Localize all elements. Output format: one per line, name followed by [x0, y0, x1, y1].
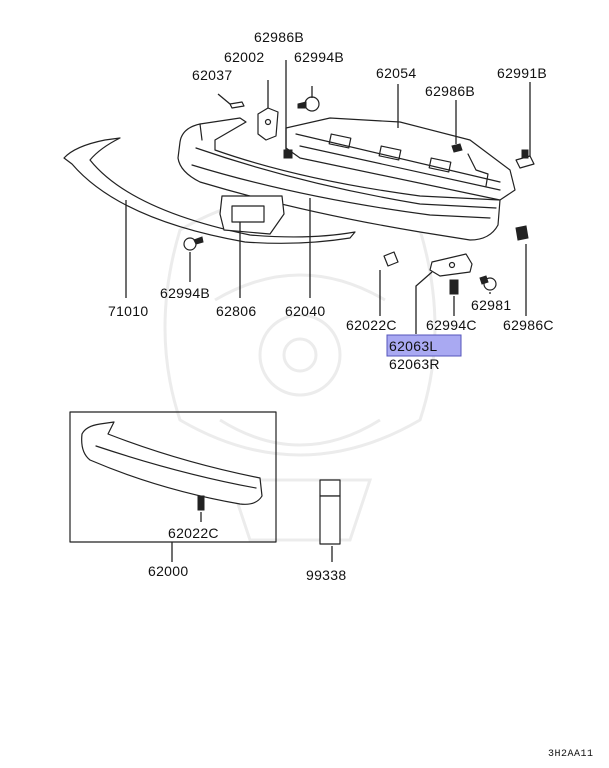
label-62981[interactable]: 62981	[471, 297, 511, 313]
clip-62037[interactable]	[229, 101, 245, 109]
label-62040[interactable]: 62040	[285, 303, 325, 319]
label-99338[interactable]: 99338	[306, 567, 346, 583]
label-62063L[interactable]: 62063L	[389, 338, 438, 354]
bolt-62994B-left[interactable]	[183, 236, 204, 251]
clip-62022C-mid[interactable]	[383, 251, 399, 267]
label-62054[interactable]: 62054	[376, 65, 416, 81]
samurai-watermark	[163, 193, 437, 542]
weatherstrip-71010[interactable]	[63, 137, 356, 244]
bolt-62994C[interactable]	[449, 279, 459, 295]
clip-62986C[interactable]	[515, 225, 529, 241]
clip-62022C-low[interactable]	[197, 495, 205, 511]
diagram-code: 3H2AA11	[548, 749, 594, 760]
label-62994B-top[interactable]: 62994B	[294, 49, 344, 65]
highlight-box	[386, 334, 462, 357]
bumper-assembly-62040[interactable]	[177, 117, 501, 241]
label-62037[interactable]: 62037	[192, 67, 232, 83]
reinforcement-62054[interactable]	[285, 117, 516, 201]
label-62994C[interactable]: 62994C	[426, 317, 477, 333]
leader-lines	[125, 60, 531, 562]
label-62986C[interactable]: 62986C	[503, 317, 554, 333]
nut-62986B-top[interactable]	[283, 149, 293, 159]
plate-bracket-62806[interactable]	[219, 195, 285, 235]
label-62986B-right[interactable]: 62986B	[425, 83, 475, 99]
touch-up-paint-99338[interactable]	[319, 479, 341, 545]
bumper-kit-62000-box[interactable]	[69, 411, 277, 543]
nut-62986B-right[interactable]	[451, 143, 463, 153]
label-62991B[interactable]: 62991B	[497, 65, 547, 81]
label-71010[interactable]: 71010	[108, 303, 148, 319]
label-62063R[interactable]: 62063R	[389, 356, 440, 372]
label-62986B-top[interactable]: 62986B	[254, 29, 304, 45]
label-62000[interactable]: 62000	[148, 563, 188, 579]
label-62994B-left[interactable]: 62994B	[160, 285, 210, 301]
clip-62991B[interactable]	[515, 149, 535, 169]
bracket-62002[interactable]	[257, 107, 279, 141]
label-62806[interactable]: 62806	[216, 303, 256, 319]
label-62022C-mid[interactable]: 62022C	[346, 317, 397, 333]
label-62002[interactable]: 62002	[224, 49, 264, 65]
label-62022C-low[interactable]: 62022C	[168, 525, 219, 541]
side-bracket-62063[interactable]	[429, 253, 473, 277]
bolt-62994B-top[interactable]	[297, 96, 320, 112]
bolt-62981[interactable]	[479, 275, 497, 291]
